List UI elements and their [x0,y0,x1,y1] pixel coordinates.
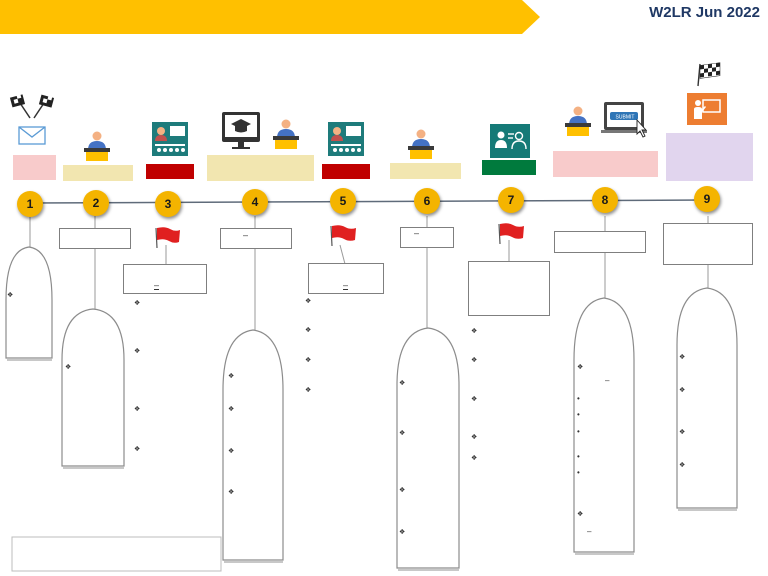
step-1-bar [13,155,56,180]
bullet-icon: ❖ [134,300,141,307]
dash-mark: – [343,280,349,290]
step-node-2: 2 [83,190,109,216]
milestone-flag-icon [498,223,524,245]
capsule-4 [222,329,284,561]
capsule-9 [676,287,738,509]
bullet-icon: ❖ [228,448,235,455]
step-5-bar [322,164,370,179]
bullet-icon: ❖ [471,434,478,441]
bullet-icon: ❖ [228,406,235,413]
milestone-flag-icon [155,227,180,249]
bullet-icon: ❖ [134,406,141,413]
bullet-icon: ❖ [471,396,478,403]
envelope-icon [18,126,46,145]
bullet-icon: ❖ [399,487,406,494]
race-flags-icon [9,93,55,119]
step-2-box [59,228,131,249]
dash-mark: – [605,376,610,385]
bullet-icon: ❖ [305,298,312,305]
online-education-icon [222,112,260,149]
bullet-icon: ❖ [228,489,235,496]
step-6-box: – [400,227,454,248]
bullet-icon: ❖ [305,357,312,364]
step-node-7: 7 [498,187,524,213]
step-node-8: 8 [592,187,618,213]
milestone-flag-icon [330,225,356,247]
bullet-icon: ❖ [65,364,72,371]
header-banner [0,0,540,34]
step-7-bar [482,160,536,175]
bullet-icon: ❖ [577,511,584,518]
capsule-2 [61,308,125,467]
capsule-shadows [7,359,737,571]
video-conference-icon [328,122,364,156]
person-at-desk-icon [408,129,434,159]
connector-lines [29,216,709,332]
milestone-3-box: – [123,264,207,294]
laptop-submit-icon: SUBMIT [601,102,648,138]
bullet-icon: ❖ [399,380,406,387]
capsule-8 [573,297,635,553]
dash-mark: – [154,280,160,290]
presenter-icon [687,93,727,125]
step-node-4: 4 [242,189,268,215]
dash-mark: – [243,230,249,240]
note-box [11,536,222,572]
step-node-5: 5 [330,188,356,214]
person-at-desk-icon [565,106,591,136]
capsule-1 [5,246,53,359]
step-node-6: 6 [414,188,440,214]
video-conference-icon [152,122,188,156]
bullet-icon: ❖ [471,455,478,462]
step-4-box: – [220,228,292,249]
dot-mark: • [577,394,580,403]
bullet-icon: ❖ [679,429,686,436]
brand-title: W2LR Jun 2022 [649,4,760,21]
dot-mark: • [577,468,580,477]
bullet-icon: ❖ [228,373,235,380]
bullet-icon: ❖ [134,446,141,453]
milestone-5-box: – [308,263,384,294]
step-3-bar [146,164,194,179]
bullet-icon: ❖ [399,529,406,536]
dot-mark: • [577,427,580,436]
bullet-icon: ❖ [679,354,686,361]
bullet-icon: ❖ [399,430,406,437]
teacher-students-icon [490,124,530,158]
step-node-3: 3 [155,191,181,217]
bullet-icon: ❖ [7,292,14,299]
dash-mark: – [414,228,420,238]
dot-mark: • [577,410,580,419]
person-at-desk-icon [273,119,299,149]
bullet-icon: ❖ [679,387,686,394]
milestone-7-box [468,261,550,316]
dash-mark: – [587,527,592,536]
step-2-bar [63,165,133,181]
step-node-1: 1 [17,191,43,217]
step-8-bar [553,151,658,177]
bullet-icon: ❖ [679,462,686,469]
step-4-bar [207,155,314,181]
checkered-flag-icon [697,62,721,87]
svg-text:SUBMIT: SUBMIT [616,115,635,121]
step-9-box [663,223,753,265]
bullet-icon: ❖ [577,364,584,371]
person-at-desk-icon [84,131,110,161]
capsule-6 [396,327,460,569]
step-node-9: 9 [694,186,720,212]
step-9-bar [666,133,753,181]
bullet-icon: ❖ [305,327,312,334]
dot-mark: • [577,452,580,461]
step-8-box [554,231,646,253]
capsule-outlines [5,246,738,569]
bullet-icon: ❖ [134,348,141,355]
bullet-icon: ❖ [471,328,478,335]
bullet-icon: ❖ [305,387,312,394]
bullet-icon: ❖ [471,357,478,364]
step-6-bar [390,163,461,179]
